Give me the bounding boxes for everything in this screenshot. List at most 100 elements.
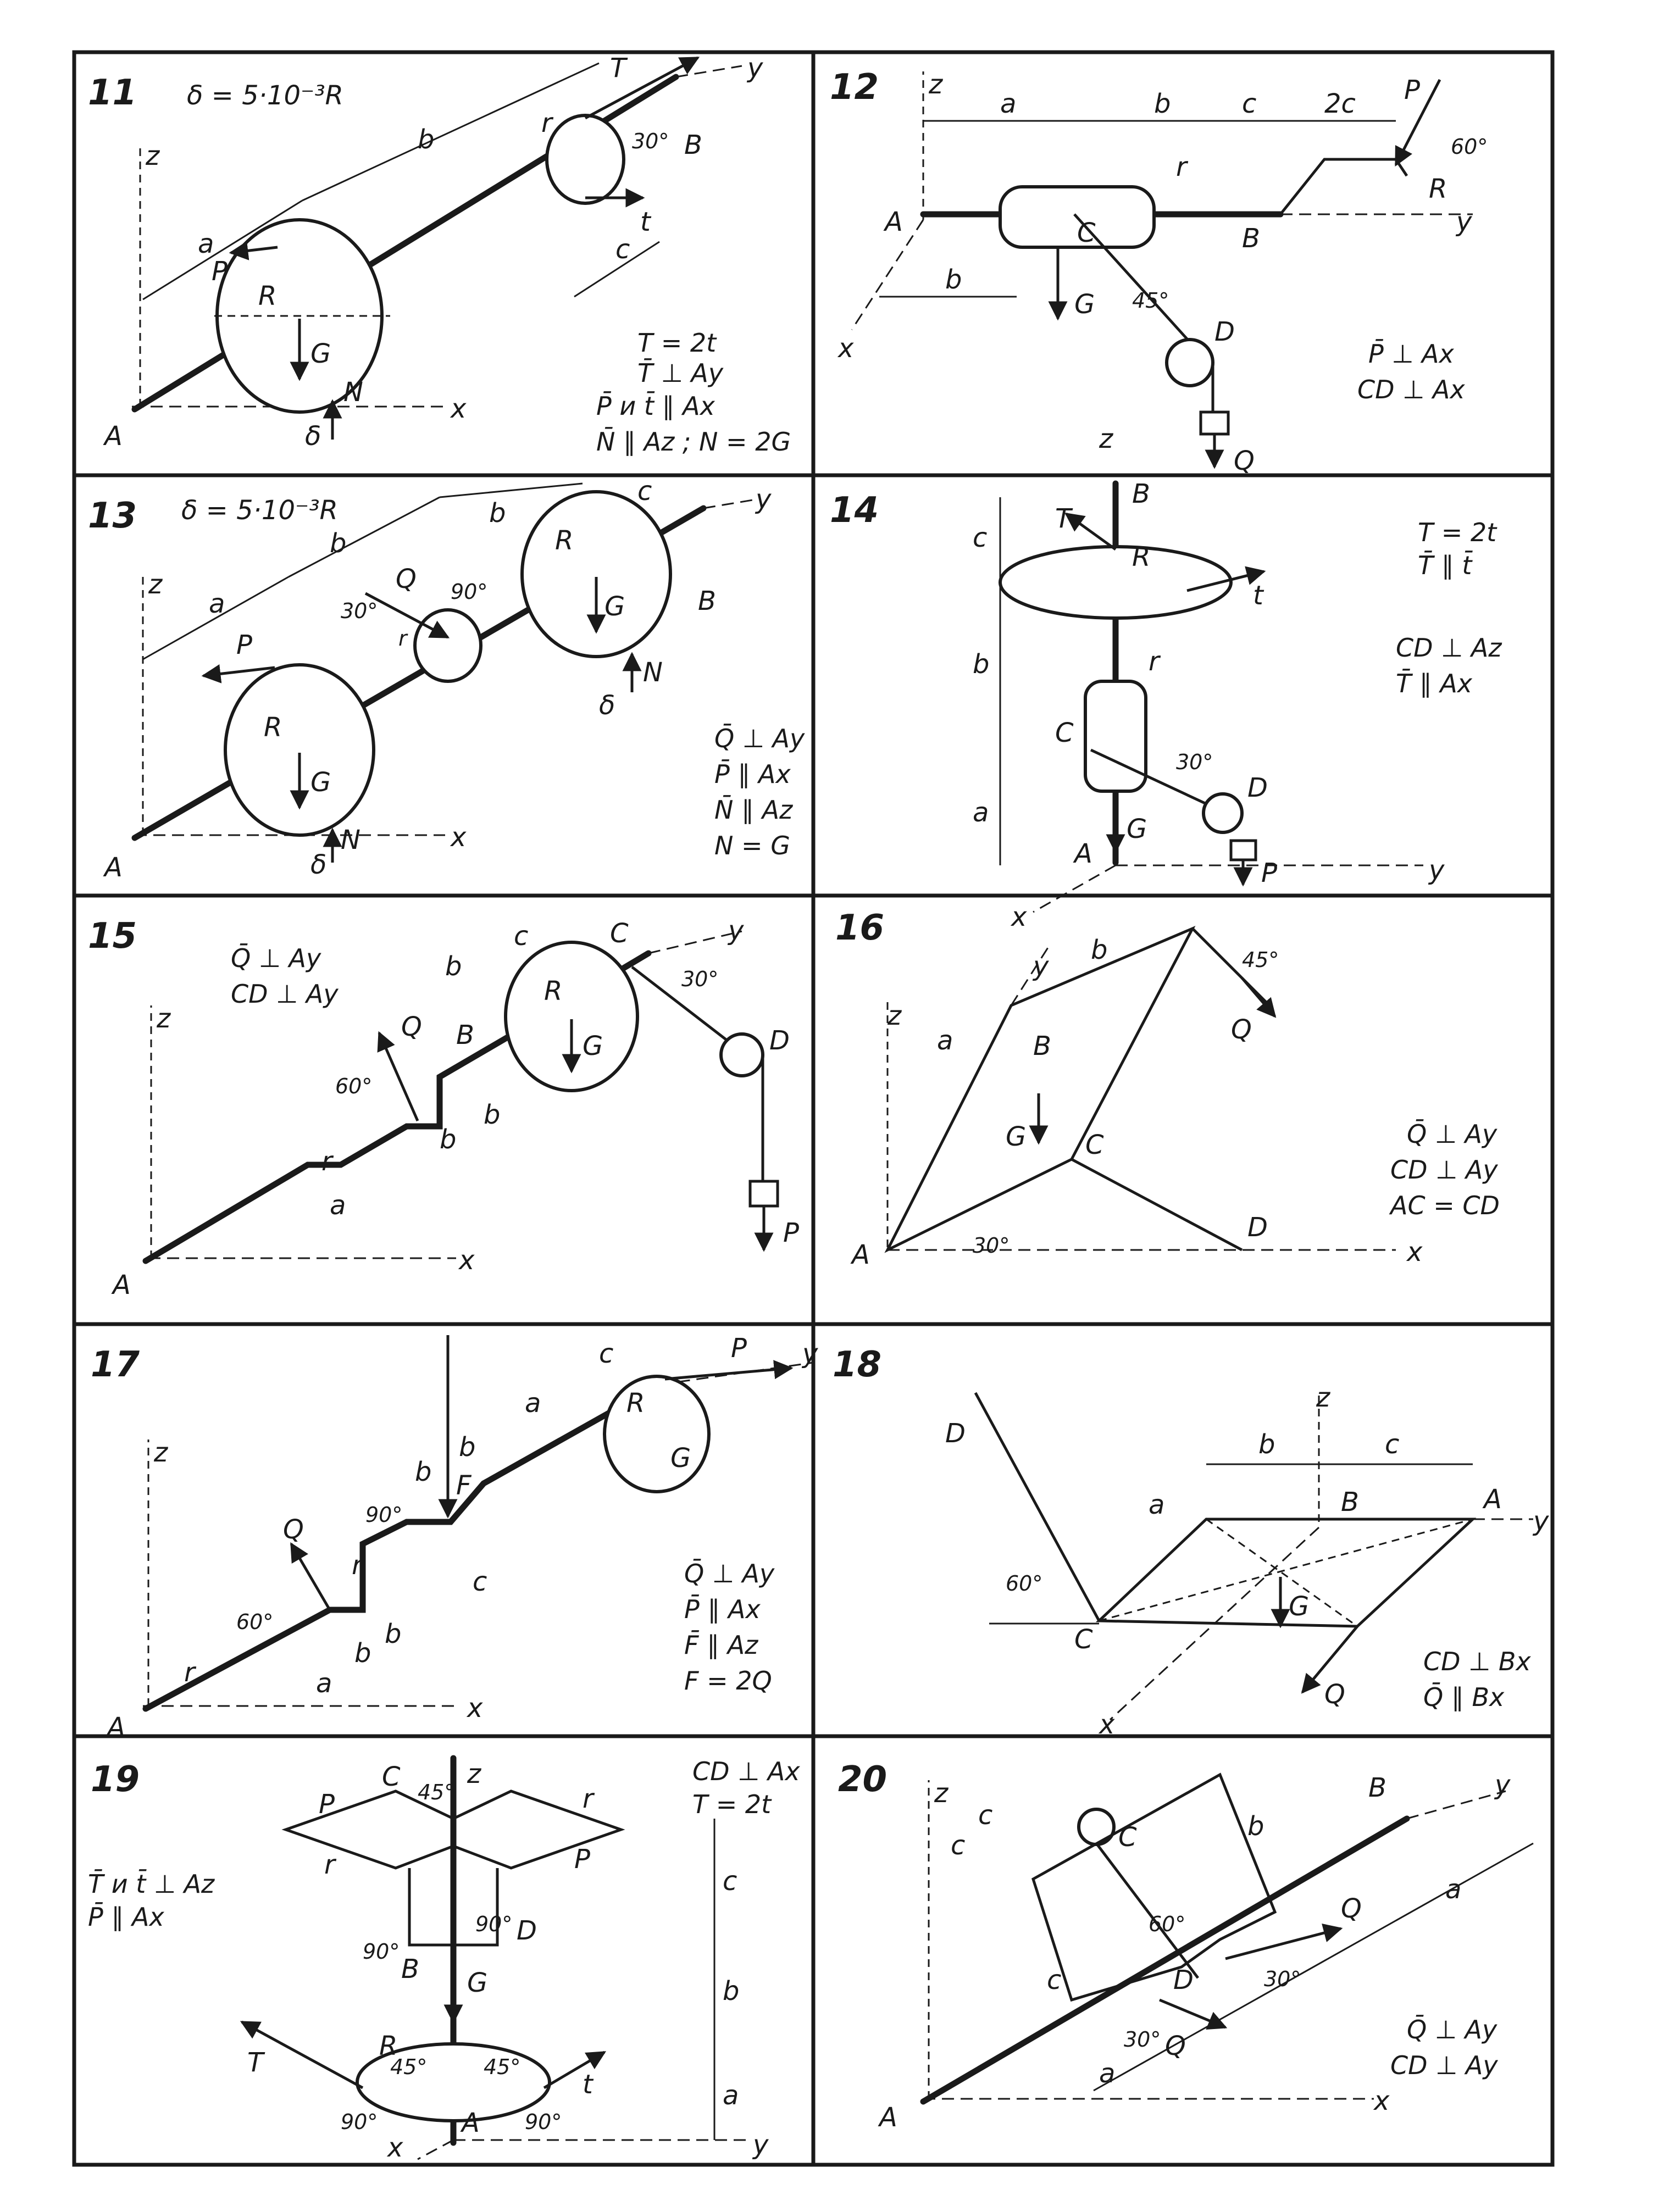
y-label: y: [801, 1338, 818, 1369]
rope-CD: [631, 966, 729, 1042]
radius-R-label: R: [379, 2031, 397, 2061]
dim-b-bottom-label: b: [945, 264, 962, 295]
y-label: y: [1032, 951, 1049, 982]
dim-c-label: c: [599, 1338, 613, 1369]
radius-r-label: r: [1176, 152, 1189, 182]
panel-number: 17: [91, 1344, 140, 1385]
force-T-arrow: [584, 56, 700, 120]
dim-b-label: b: [1091, 935, 1107, 965]
point-A-label: A: [460, 2108, 480, 2138]
rod-CD: [974, 1392, 1101, 1622]
condition-4: T̄ ∥ Ax: [1396, 669, 1473, 698]
y-label: y: [1455, 207, 1472, 237]
dim-b-label: b: [1154, 88, 1171, 119]
point-D-label: D: [1173, 1965, 1194, 1996]
dim-b: [302, 62, 600, 202]
radius-R-label: R: [1132, 542, 1150, 573]
dim-b2: [439, 482, 583, 498]
x-axis: [851, 219, 924, 330]
point-A-label: A: [106, 1712, 125, 1743]
point-C-label: C: [1074, 1624, 1093, 1655]
crankshaft: [142, 950, 652, 1264]
force-P-arrow: [1394, 79, 1441, 167]
conditions: T = 2t T̄ ∥ t̄ CD ⊥ Az T̄ ∥ Ax: [1396, 518, 1502, 698]
force-Q-arrow: [377, 1031, 419, 1122]
force-G-label: G: [1127, 814, 1147, 844]
condition-2: P̄ ∥ Ax: [684, 1594, 761, 1624]
x-label: x: [1406, 1237, 1423, 1268]
radius-r-label: r: [1149, 646, 1161, 677]
panel-number: 20: [838, 1759, 887, 1800]
point-D-label: D: [945, 1418, 966, 1449]
force-P-label: P: [212, 256, 228, 287]
x-label: x: [1098, 1709, 1115, 1740]
panel-number: 13: [88, 496, 137, 536]
point-D-label: D: [517, 1915, 537, 1946]
force-T-label: T: [1055, 503, 1073, 534]
angle-label: 30°: [1176, 750, 1213, 774]
condition-4: N = G: [714, 831, 790, 860]
x-axis: [417, 2139, 454, 2160]
force-T-arrow: [240, 2020, 364, 2089]
rope-CD: [1095, 1842, 1199, 1979]
force-Q-arrow: [1225, 1924, 1343, 1960]
y-label: y: [1532, 1506, 1549, 1537]
point-A-label: A: [103, 852, 123, 883]
force-G-label: G: [310, 767, 331, 798]
panel-parameter: δ = 5·10⁻³R: [187, 80, 343, 111]
dim-a: [142, 576, 289, 660]
conditions: P̄ ⊥ Ax CD ⊥ Ax: [1357, 339, 1465, 404]
dim-a-label: a: [1149, 1490, 1164, 1520]
radius-r-label: r: [321, 1146, 334, 1177]
panel-number: 14: [830, 490, 879, 531]
conditions: T = 2t T̄ ⊥ Ay P̄ и t̄ ∥ Ax N̄ ∥ Az ; N …: [596, 328, 791, 457]
conditions: Q̄ ⊥ Ay CD ⊥ Ay: [1390, 2015, 1498, 2080]
y-axis: [1010, 944, 1051, 1006]
force-T-label: T: [610, 53, 628, 84]
force-P-label: P: [731, 1333, 747, 1364]
dim-a2-label: a: [316, 1668, 332, 1699]
panel-frames: [72, 50, 1555, 2167]
z-label: z: [1099, 424, 1114, 454]
delta-label: δ: [310, 849, 326, 880]
conditions: Q̄ ⊥ Ay CD ⊥ Ay AC = CD: [1389, 1119, 1500, 1220]
radius-R-label: R: [626, 1388, 645, 1419]
force-Q2-arrow: [1159, 1998, 1228, 2030]
radius-R2-label: R: [555, 525, 573, 556]
radius-r-label: r: [398, 626, 408, 651]
condition-2: T = 2t: [692, 1789, 772, 1819]
force-G2-label: G: [604, 591, 625, 622]
angle-90d-label: 90°: [525, 2110, 562, 2134]
condition-2: CD ⊥ Ax: [1357, 375, 1465, 404]
radius-R-label: R: [544, 976, 562, 1007]
panel-19: 19 CD ⊥ Ax T = 2t T̄ и t̄ ⊥ Az P̄ ∥ Ax z…: [88, 1755, 800, 2163]
dim-b-label: b: [415, 1457, 431, 1487]
angle-90b-label: 90°: [363, 1939, 400, 1964]
plate: [1095, 1518, 1477, 1628]
x-axis: [1109, 1526, 1320, 1721]
y-label: y: [1428, 855, 1445, 886]
dim-b-label: b: [1258, 1429, 1275, 1460]
dim-b-label: b: [418, 124, 434, 155]
weight-P: [748, 1180, 779, 1208]
conditions-left: T̄ и t̄ ⊥ Az P̄ ∥ Ax: [88, 1869, 215, 1932]
force-G-label: G: [1289, 1591, 1309, 1622]
delta2-label: δ: [599, 690, 615, 721]
x-label: x: [1373, 2086, 1390, 2116]
crank: [1279, 158, 1408, 215]
disk-R: [356, 2042, 551, 2122]
force-P-label: P: [236, 630, 252, 660]
condition-3: F̄ ∥ Az: [684, 1630, 758, 1660]
rod-CD: [1071, 1158, 1243, 1252]
condition-3: P̄ и t̄ ∥ Ax: [596, 391, 716, 421]
conditions-right: CD ⊥ Ax T = 2t: [692, 1757, 800, 1819]
conditions: Q̄ ⊥ Ay P̄ ∥ Ax N̄ ∥ Az N = G: [714, 724, 805, 860]
rope-Q: [1191, 927, 1271, 1007]
condition-1: Q̄ ⊥ Ay: [231, 943, 321, 973]
condition-4: P̄ ∥ Ax: [88, 1902, 164, 1932]
condition-3: N̄ ∥ Az: [714, 795, 793, 825]
y-axis: [1406, 1790, 1506, 1820]
pulley-D: [1165, 338, 1214, 387]
x-label: x: [1010, 902, 1027, 932]
panel-number: 18: [833, 1344, 881, 1385]
